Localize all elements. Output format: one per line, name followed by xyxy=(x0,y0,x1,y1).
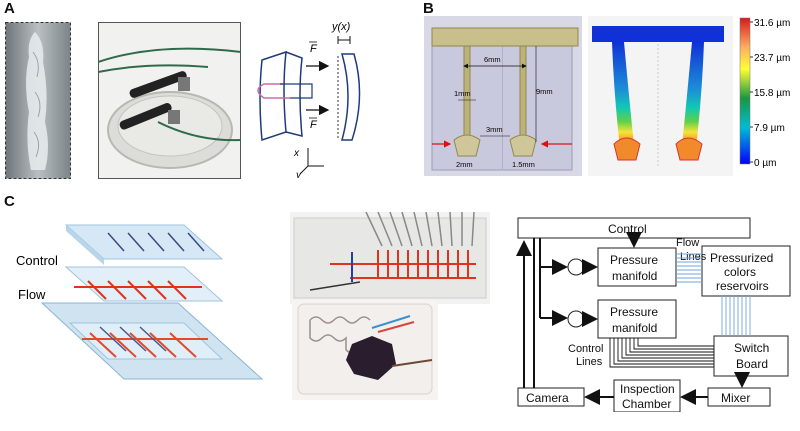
gel-sample-photo xyxy=(5,22,71,179)
layer-control-label: Control xyxy=(16,253,58,268)
pressure-manifold-1-label-a: Pressure xyxy=(610,253,658,267)
dim-1mm: 1mm xyxy=(454,89,471,98)
pressure-manifold-2-label-a: Pressure xyxy=(610,305,658,319)
axis-x-label: x xyxy=(293,148,300,159)
axis-y-label: y xyxy=(295,170,302,178)
dim-3mm: 3mm xyxy=(486,125,503,134)
control-box-label: Control xyxy=(608,222,647,236)
pressure-manifold-1-label-b: manifold xyxy=(612,269,657,283)
reservoirs-label-c: reservoirs xyxy=(716,279,769,293)
dim-2mm: 2mm xyxy=(456,160,473,169)
colorbar-tick-label: 31.6 µm xyxy=(754,18,790,29)
layered-chip-schematic: Control Flow xyxy=(16,224,264,380)
fea-deformation-map xyxy=(588,16,733,176)
colorbar-tick-label: 15.8 µm xyxy=(754,88,790,99)
colorbar-tick-label: 0 µm xyxy=(754,158,776,169)
layer-flow-label: Flow xyxy=(18,287,46,302)
chip-photo-bottom xyxy=(292,300,438,400)
colorbar-tick-label: 7.9 µm xyxy=(754,123,785,134)
bending-schematic: F F y(x) x y xyxy=(257,21,361,178)
deflected-beam xyxy=(341,53,361,141)
flow-lines-label-2: Lines xyxy=(680,251,707,263)
force-label-top: F xyxy=(310,43,318,55)
camera-label: Camera xyxy=(526,391,569,405)
chip-photo-top xyxy=(290,212,490,304)
colorbar-tick-label: 23.7 µm xyxy=(754,53,790,64)
deflection-label: y(x) xyxy=(331,21,351,33)
pressure-manifold-2-label-b: manifold xyxy=(612,321,657,335)
panel-letter-b: B xyxy=(423,0,434,17)
dim-6mm: 6mm xyxy=(484,55,501,64)
panel-letter-c: C xyxy=(4,193,15,210)
dim-1-5mm: 1.5mm xyxy=(512,160,535,169)
switch-board-box xyxy=(713,335,789,377)
reservoirs-label-b: colors xyxy=(724,265,756,279)
control-lines-label-1: Control xyxy=(568,343,603,355)
inspection-label-a: Inspection xyxy=(620,382,675,396)
panel-letter-a: A xyxy=(4,0,15,17)
control-flowchart: Control Pressure manifold Pressure manif… xyxy=(516,217,791,412)
switch-board-label-a: Switch xyxy=(734,341,769,355)
flow-lines-label: Flow xyxy=(676,237,699,249)
valve-1 xyxy=(567,258,585,276)
mixer-label: Mixer xyxy=(721,391,750,405)
control-lines-label-2: Lines xyxy=(576,356,603,368)
switch-board-label-b: Board xyxy=(736,357,768,371)
pressure-manifold-1 xyxy=(597,247,677,287)
force-label-bottom: F xyxy=(310,119,318,131)
reservoirs-box xyxy=(701,245,791,297)
dim-9mm: 9mm xyxy=(536,87,553,96)
device-photo xyxy=(98,22,241,179)
pressure-manifold-2 xyxy=(597,299,677,339)
inspection-label-b: Chamber xyxy=(622,397,671,411)
reservoirs-label-a: Pressurized xyxy=(710,251,773,265)
gripper-cad-model: 6mm 1mm 9mm 3mm 2mm 1.5mm xyxy=(424,16,582,176)
plate-left xyxy=(259,50,287,142)
colorbar: 31.6 µm 23.7 µm 15.8 µm 7.9 µm 0 µm xyxy=(739,17,790,169)
valve-2 xyxy=(567,310,585,328)
